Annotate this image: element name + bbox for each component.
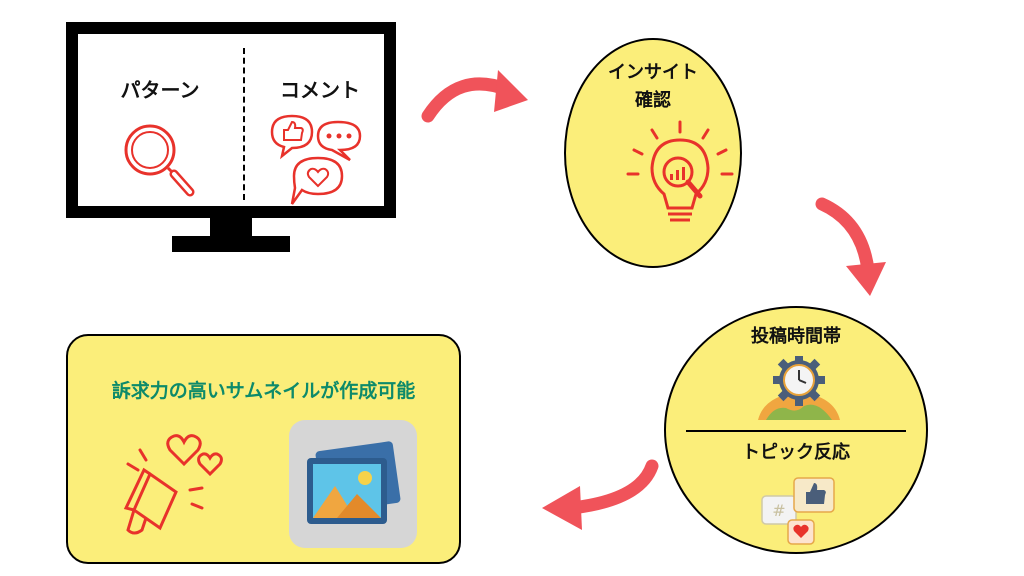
monitor-stand-base <box>172 236 290 252</box>
arrow-to-insight-icon <box>421 70 528 123</box>
insight-circle <box>564 38 742 268</box>
clock-gear-icon <box>758 356 840 420</box>
magnifier-icon <box>124 124 195 197</box>
monitor-stand-neck <box>210 218 252 236</box>
analysis-divider <box>686 430 906 432</box>
result-title: 訴求力の高いサムネイルが作成可能 <box>111 380 416 402</box>
insight-title-line2: 確認 <box>635 90 671 111</box>
insight-title-line1: インサイト <box>608 62 698 83</box>
megaphone-hearts-icon <box>123 434 223 535</box>
monitor-screen: パターン コメント <box>66 22 396 218</box>
monitor-display: パターン コメント <box>78 34 384 206</box>
comment-label: コメント <box>280 78 360 102</box>
arrow-to-result-icon <box>542 459 659 530</box>
reaction-label: トピック反応 <box>742 442 850 463</box>
comment-bubbles-icon <box>270 114 362 205</box>
lightbulb-analytics-icon <box>626 120 734 222</box>
social-reaction-icon: # <box>761 477 835 545</box>
pattern-label: パターン <box>120 78 200 102</box>
time-label: 投稿時間帯 <box>751 326 841 347</box>
picture-gallery-icon <box>307 441 401 524</box>
panel-divider <box>243 48 245 200</box>
arrow-to-analysis-icon <box>815 197 886 296</box>
svg-text:#: # <box>772 501 785 520</box>
